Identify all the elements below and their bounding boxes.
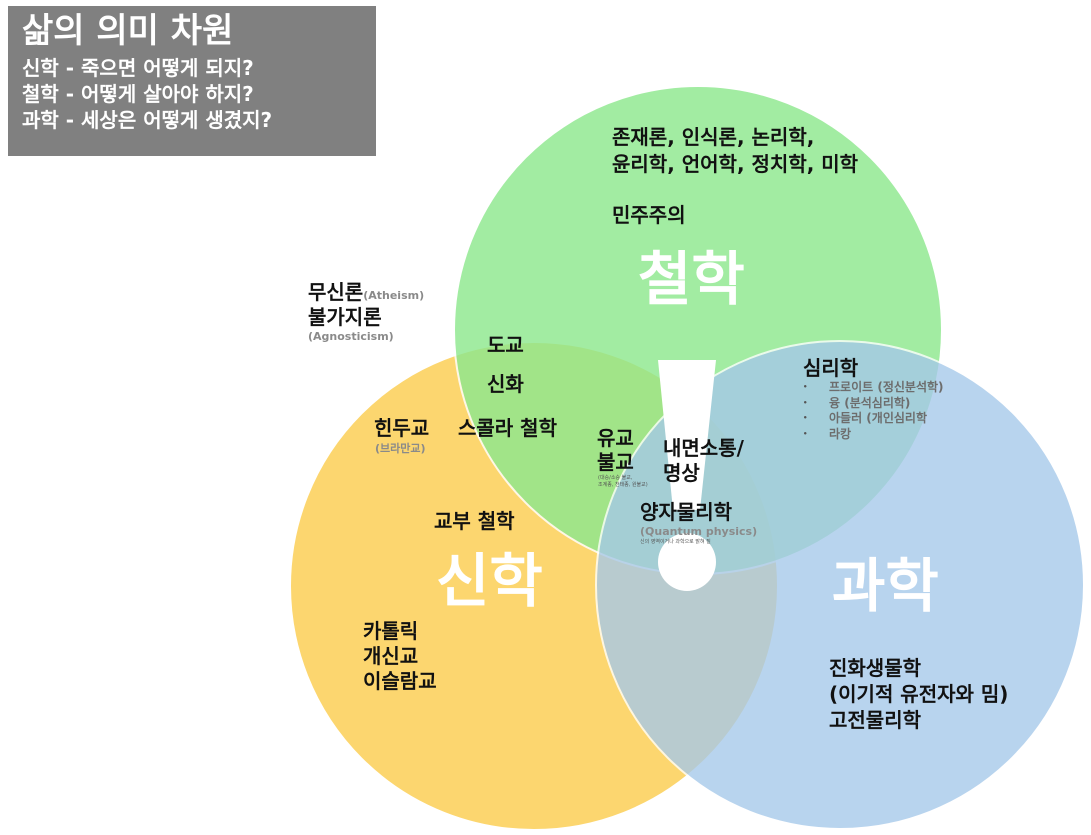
- scholastic-philosophy-label: 스콜라 철학: [458, 416, 557, 440]
- buddhism-note-line1: (대승/소승 불교,: [598, 475, 633, 481]
- buddhism-note-line2: 조계종, 천태종, 원불교): [598, 482, 648, 488]
- psychology-item-jung: 융 (분석심리학): [803, 396, 944, 412]
- psychology-item-adler: 아들러 (개인심리학: [803, 411, 944, 427]
- selfish-gene-label: (이기적 유전자와 밈): [829, 682, 1009, 706]
- quantum-physics-label: 양자물리학: [640, 500, 732, 524]
- philosophy-fields-line2: 윤리학, 언어학, 정치학, 미학: [612, 152, 859, 176]
- exclamation-bar: [658, 360, 716, 510]
- diagram-title: 삶의 의미 차원: [22, 11, 234, 51]
- protestant-label: 개신교: [363, 644, 419, 668]
- myth-label: 신화: [487, 372, 524, 396]
- philosophy-fields-line1: 존재론, 인식론, 논리학,: [612, 125, 815, 149]
- democracy-label: 민주주의: [612, 203, 686, 227]
- agnosticism-english: (Agnosticism): [308, 330, 394, 343]
- exclamation-dot: [658, 533, 716, 591]
- atheism-label: 무신론: [308, 280, 364, 304]
- taoism-label: 도교: [487, 333, 524, 357]
- agnosticism-label: 불가지론: [308, 305, 382, 329]
- meditation-label: 명상: [663, 461, 700, 485]
- title-line-philosophy: 철학 - 어떻게 살아야 하지?: [22, 82, 254, 107]
- psychology-label: 심리학: [803, 356, 859, 380]
- science-label: 과학: [832, 552, 939, 620]
- quantum-physics-english: (Quantum physics): [640, 525, 758, 538]
- theology-label: 신학: [436, 547, 543, 615]
- inner-communication-label: 내면소통/: [663, 436, 744, 460]
- atheism-english: (Atheism): [363, 289, 425, 302]
- evolutionary-biology-label: 진화생물학: [829, 656, 921, 680]
- hinduism-label: 힌두교: [374, 416, 430, 440]
- psychology-item-freud: 프로이트 (정신분석학): [803, 380, 944, 396]
- exclamation-mark: [658, 360, 716, 591]
- hinduism-sub-label: (브라만교): [375, 442, 426, 455]
- philosophy-label: 철학: [638, 245, 745, 313]
- patristic-philosophy-label: 교부 철학: [434, 509, 515, 533]
- title-line-science: 과학 - 세상은 어떻게 생겼지?: [22, 108, 273, 133]
- quantum-physics-note: 신의 영역이거나 과학으로 밝혀 질: [640, 539, 711, 545]
- buddhism-label: 불교: [597, 450, 634, 474]
- islam-label: 이슬람교: [363, 669, 437, 693]
- classical-physics-label: 고전물리학: [829, 708, 921, 732]
- atheism-entry: 무신론(Atheism): [308, 280, 424, 305]
- psychology-list: 프로이트 (정신분석학) 융 (분석심리학) 아들러 (개인심리학 라캉: [803, 380, 944, 442]
- title-box: 삶의 의미 차원 신학 - 죽으면 어떻게 되지? 철학 - 어떻게 살아야 하…: [8, 6, 376, 156]
- science-circle: [595, 340, 1085, 830]
- catholic-label: 카톨릭: [363, 619, 419, 643]
- title-line-theology: 신학 - 죽으면 어떻게 되지?: [22, 56, 254, 81]
- confucianism-label: 유교: [597, 426, 634, 450]
- psychology-item-lacan: 라캉: [803, 427, 944, 443]
